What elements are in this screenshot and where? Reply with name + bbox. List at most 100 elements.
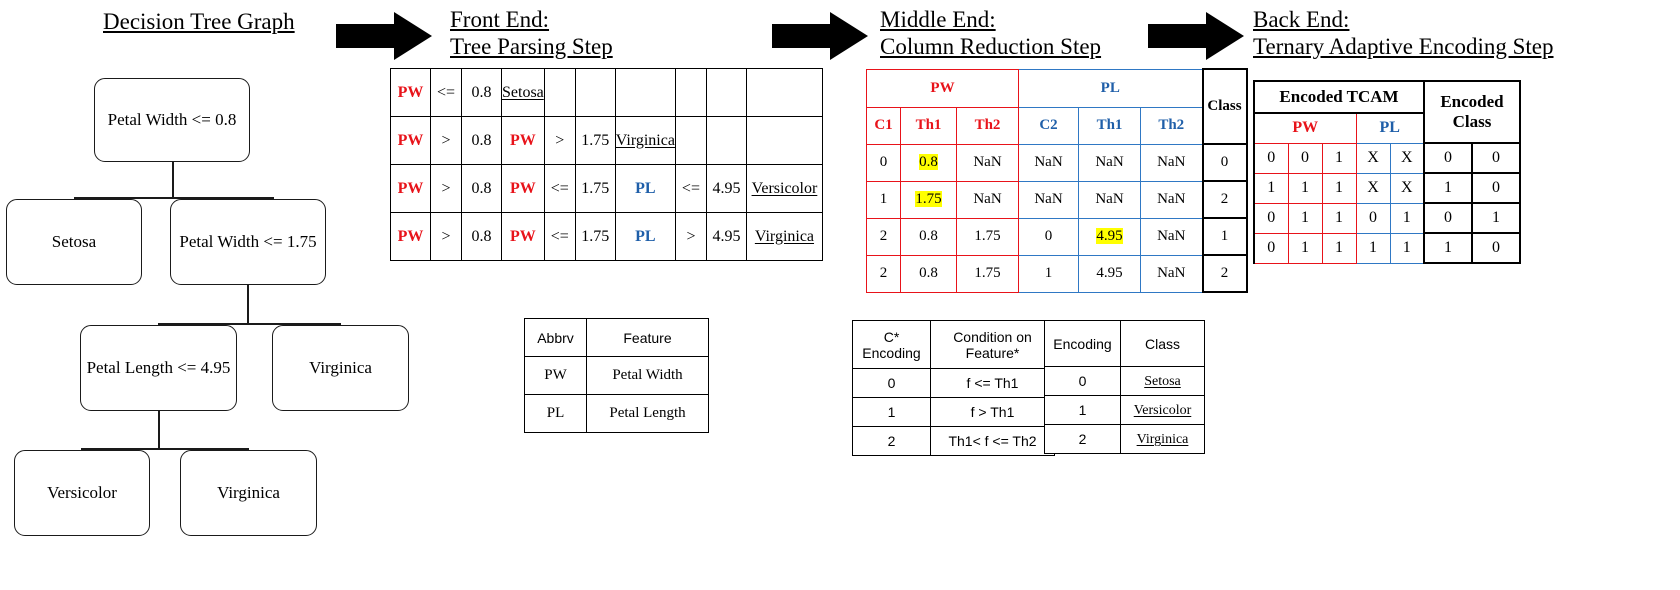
front-end-cell: 0.8: [461, 212, 502, 261]
tree-node-petal-length-495[interactable]: Petal Length <= 4.95: [80, 325, 237, 411]
middle-title-line1: Middle End:: [880, 7, 996, 32]
middle-table-cell: 0: [1018, 217, 1079, 256]
cell-text: 1.75: [581, 131, 610, 149]
encoded-class-title-line2: Class: [1452, 112, 1492, 131]
tcam-pw-cell: 0: [1253, 202, 1289, 234]
tree-node-leaf-setosa[interactable]: Setosa: [6, 199, 142, 285]
middle-sub-header-3: C2: [1018, 106, 1079, 145]
cell-text: >: [686, 227, 696, 245]
section-title-tree: Decision Tree Graph: [103, 8, 295, 35]
tree-node-petal-width-175[interactable]: Petal Width <= 1.75: [170, 199, 326, 285]
front-end-cell: PW: [390, 68, 431, 117]
cell-text: 1.75: [974, 265, 1001, 281]
class-legend-header-cell: Class: [1120, 320, 1205, 367]
tcam-encoded-class-cell: 0: [1471, 232, 1521, 264]
front-end-cell: Versicolor: [745, 164, 823, 213]
middle-group-header-pw: PW: [866, 68, 1019, 108]
front-end-cell: <=: [543, 212, 576, 261]
tcam-encoded-class-cell: 0: [1423, 142, 1473, 174]
cond-legend-header-encoding: C*Encoding: [852, 320, 931, 369]
tree-title-text: Decision Tree Graph: [103, 9, 295, 34]
middle-table-cell: NaN: [1140, 217, 1203, 256]
tree-node-leaf-virginica-2[interactable]: Virginica: [180, 450, 317, 536]
cell-text: PW: [397, 131, 424, 149]
cell-text: >: [555, 131, 565, 149]
cell-text: Virginica: [754, 227, 815, 245]
abbrv-header-cell: Abbrv: [524, 318, 587, 357]
cell-text: 1: [1044, 265, 1053, 281]
front-end-cell: [543, 68, 576, 117]
tree-node-leaf-versicolor[interactable]: Versicolor: [14, 450, 150, 536]
front-end-cell: PL: [614, 212, 676, 261]
cell-text: 0.8: [919, 228, 938, 244]
cell-text: NaN: [973, 191, 1002, 207]
front-end-cell: Setosa: [501, 68, 545, 117]
tcam-encoded-class-cell: 1: [1423, 232, 1473, 264]
front-end-cell: 4.95: [705, 164, 747, 213]
cell-text: 1.75: [581, 179, 610, 197]
cell-text: PW: [510, 179, 536, 197]
cell-text: NaN: [1095, 191, 1124, 207]
middle-table-cell: 1.75: [900, 180, 957, 219]
front-end-cell: 0.8: [461, 164, 502, 213]
cell-text: >: [441, 227, 451, 245]
front-end-cell: >: [430, 212, 462, 261]
cell-text: PW: [510, 131, 536, 149]
cell-text: PL: [635, 179, 656, 197]
cell-text: 0.8: [471, 179, 492, 197]
middle-sub-header-4: Th1: [1078, 106, 1141, 145]
cell-text: <=: [550, 227, 569, 245]
cell-text: 0.8: [919, 154, 938, 170]
front-end-cell: PW: [501, 116, 545, 165]
tcam-group-header-pl: PL: [1355, 112, 1425, 144]
tcam-pw-cell: 1: [1321, 172, 1357, 204]
front-end-cell: PW: [390, 116, 431, 165]
class-legend-class-cell: Setosa: [1120, 366, 1205, 396]
front-end-cell: PW: [501, 164, 545, 213]
front-title-line1: Front End:: [450, 7, 550, 32]
cell-text: 1.75: [581, 227, 610, 245]
back-title-line1: Back End:: [1253, 7, 1350, 32]
tcam-pl-cell: 1: [1389, 232, 1425, 264]
cell-text: 0: [1044, 228, 1053, 244]
arrow-tree-to-front-icon: [336, 12, 432, 60]
cell-text: 4.95: [1096, 228, 1123, 244]
middle-table-cell: 0.8: [900, 143, 957, 182]
front-end-cell: [745, 116, 823, 165]
cell-text: 1.75: [915, 191, 942, 207]
tcam-encoded-class-cell: 1: [1471, 202, 1521, 234]
cell-text: Setosa: [1144, 374, 1181, 389]
cell-text: <=: [550, 179, 569, 197]
class-legend-encoding-cell: 1: [1044, 395, 1121, 425]
tree-node-leaf-virginica-1[interactable]: Virginica: [272, 325, 409, 411]
cell-text: 0.8: [471, 131, 492, 149]
cell-text: NaN: [1157, 191, 1186, 207]
tcam-pl-cell: X: [1389, 142, 1425, 174]
middle-table-cell: NaN: [1140, 180, 1203, 219]
tree-edge: [81, 448, 248, 450]
middle-sub-header-2: Th2: [956, 106, 1019, 145]
encoded-class-title-line1: Encoded: [1440, 92, 1504, 111]
tcam-pl-cell: 1: [1355, 232, 1391, 264]
tcam-pw-cell: 1: [1321, 232, 1357, 264]
cond-legend-cell: f <= Th1: [930, 368, 1055, 398]
tcam-pw-cell: 1: [1321, 142, 1357, 174]
front-end-cell: Virginica: [614, 116, 676, 165]
tree-node-root[interactable]: Petal Width <= 0.8: [94, 78, 250, 162]
